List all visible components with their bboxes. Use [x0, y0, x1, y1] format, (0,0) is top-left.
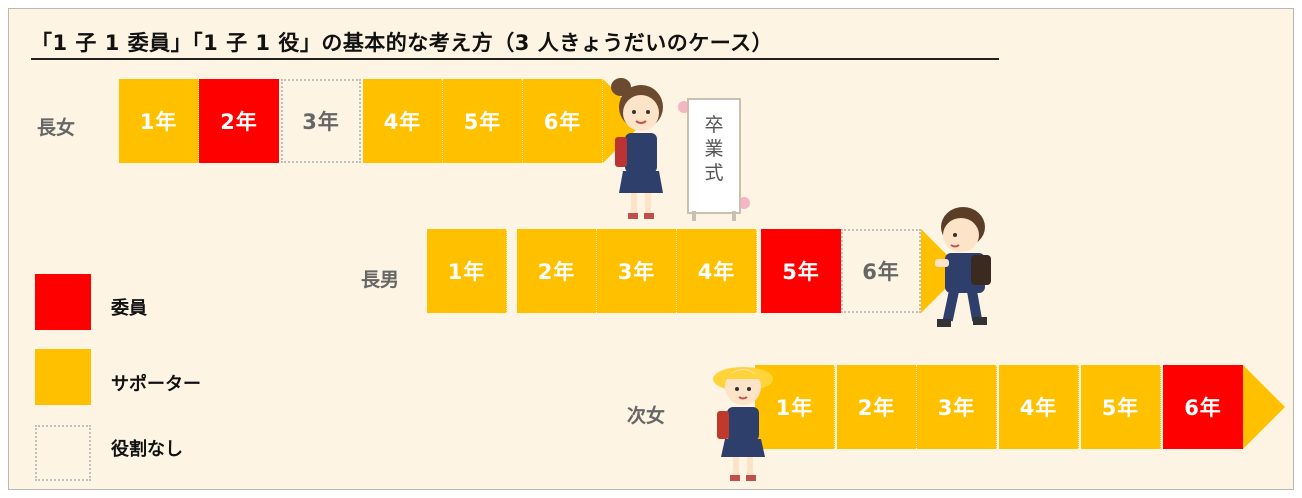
year-cell: 2年	[199, 79, 279, 163]
legend-label-committee: 委員	[111, 298, 147, 319]
year-cell: 4年	[363, 79, 443, 163]
year-cell: 3年	[281, 79, 361, 163]
boy-illustration	[935, 207, 991, 327]
year-cell: 6年	[1163, 365, 1243, 449]
graduation-sign-illustration	[678, 98, 750, 221]
year-cell: 5年	[1081, 365, 1161, 449]
year-cell: 4年	[999, 365, 1079, 449]
diagram-frame: 「1 子 1 委員」「1 子 1 役」の基本的な考え方（3 人きょうだいのケース…	[8, 8, 1294, 490]
year-cell: 1年	[119, 79, 199, 163]
year-cell: 5年	[761, 229, 841, 313]
row-label-younger-daughter: 次女	[627, 405, 666, 427]
year-cell: 2年	[837, 365, 917, 449]
first-grade-girl-illustration	[713, 367, 773, 481]
year-cell: 6年	[523, 79, 603, 163]
legend-label-no-role: 役割なし	[111, 439, 183, 460]
year-cell: 2年	[517, 229, 597, 313]
year-cell: 1年	[427, 229, 507, 313]
year-cell: 6年	[841, 229, 921, 313]
title-underline	[31, 58, 999, 60]
legend-swatch	[35, 425, 91, 481]
year-cell: 3年	[917, 365, 997, 449]
row-label-eldest-daughter: 長女	[37, 117, 76, 139]
graduation-sign-text: 卒業式	[704, 114, 724, 184]
diagram-title: 「1 子 1 委員」「1 子 1 役」の基本的な考え方（3 人きょうだいのケース…	[31, 31, 774, 55]
year-cell: 5年	[443, 79, 523, 163]
legend-label-supporter: サポーター	[111, 374, 201, 395]
graduating-girl-illustration	[611, 78, 663, 219]
year-cell: 1年	[755, 365, 835, 449]
legend-swatch	[35, 349, 91, 405]
year-cell: 3年	[597, 229, 677, 313]
year-cell: 4年	[677, 229, 757, 313]
legend-swatch	[35, 274, 91, 330]
row-label-eldest-son: 長男	[361, 269, 400, 291]
row-arrow-head	[1243, 365, 1285, 449]
